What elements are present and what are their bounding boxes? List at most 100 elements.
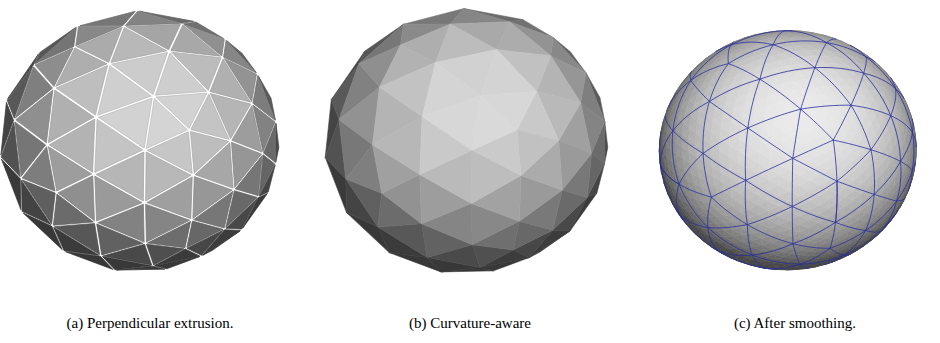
mesh-face xyxy=(811,256,819,259)
mesh-face xyxy=(877,179,884,189)
mesh-face xyxy=(696,150,704,161)
mesh-face xyxy=(716,210,724,217)
mesh-face xyxy=(481,50,537,96)
mesh-face xyxy=(737,45,747,50)
mesh-face xyxy=(703,133,711,145)
mesh-face xyxy=(720,133,730,145)
mesh-face xyxy=(800,37,812,41)
mesh-face xyxy=(746,45,756,50)
mesh-face xyxy=(796,262,805,265)
mesh-face xyxy=(810,63,822,71)
mesh-face xyxy=(708,210,716,217)
mesh-face xyxy=(899,170,903,179)
mesh-face xyxy=(715,223,723,230)
mesh-face xyxy=(276,123,279,162)
mesh-face xyxy=(807,71,819,80)
mesh-face xyxy=(604,121,607,163)
mesh-face xyxy=(146,98,187,148)
mesh-face xyxy=(734,243,744,249)
mesh-face xyxy=(747,41,758,45)
mesh-face xyxy=(836,166,844,175)
mesh-c xyxy=(659,31,916,270)
mesh-face xyxy=(723,230,732,237)
mesh-face xyxy=(559,141,592,191)
mesh-face xyxy=(711,139,720,151)
mesh-face xyxy=(869,167,877,177)
mesh-face xyxy=(827,161,836,170)
mesh-face xyxy=(729,140,739,152)
mesh-face xyxy=(715,223,723,230)
mesh-face xyxy=(749,164,759,174)
mesh-face xyxy=(517,130,559,176)
mesh-face xyxy=(378,224,427,258)
mesh-face xyxy=(54,223,99,254)
mesh-face xyxy=(910,151,912,160)
mesh-face xyxy=(708,223,716,230)
mesh-face xyxy=(730,128,741,140)
mesh-face xyxy=(422,96,481,151)
mesh-face xyxy=(860,164,868,174)
mesh-face xyxy=(696,138,704,149)
mesh-face xyxy=(804,259,812,262)
mesh-face xyxy=(472,96,517,151)
mesh-face xyxy=(914,147,915,155)
mesh-face xyxy=(728,50,737,55)
mesh-face xyxy=(49,119,95,172)
mesh-face xyxy=(723,223,732,230)
mesh-face xyxy=(772,267,782,269)
mesh-face xyxy=(844,159,852,168)
mesh-face xyxy=(826,143,834,151)
mesh-face xyxy=(729,151,739,162)
mesh-face xyxy=(739,158,749,169)
mesh-face xyxy=(719,145,729,157)
mesh-face xyxy=(715,217,723,224)
mesh-face xyxy=(903,154,907,163)
mesh-face xyxy=(724,236,734,243)
mesh-face xyxy=(190,131,228,173)
mesh-face xyxy=(807,45,819,50)
mesh-face xyxy=(711,127,720,139)
mesh-face xyxy=(722,178,731,187)
mesh-face xyxy=(373,117,423,175)
mesh-face xyxy=(883,172,889,182)
mesh-face xyxy=(715,230,724,237)
mesh-face xyxy=(688,133,696,145)
mesh-b xyxy=(325,9,608,272)
mesh-a xyxy=(1,11,279,270)
mesh-face xyxy=(708,217,716,224)
mesh-face xyxy=(889,165,895,174)
mesh-face xyxy=(789,38,801,42)
mesh-face xyxy=(721,168,730,178)
mesh-face xyxy=(125,11,179,25)
mesh-face xyxy=(716,216,724,223)
mesh-face xyxy=(804,50,816,56)
mesh-face xyxy=(682,128,689,140)
mesh-face xyxy=(704,156,712,167)
mesh-face xyxy=(450,9,509,25)
mesh-face xyxy=(895,177,900,186)
mesh-face xyxy=(661,140,663,152)
mesh-face xyxy=(716,209,724,216)
mesh-face xyxy=(903,163,906,172)
mesh-face xyxy=(730,173,740,183)
mesh-face xyxy=(739,146,750,158)
mesh-face xyxy=(723,222,732,229)
mesh-face xyxy=(861,174,869,184)
mesh-face xyxy=(739,134,750,146)
mesh-face xyxy=(671,142,677,154)
mesh-face xyxy=(852,161,860,171)
mesh-face xyxy=(813,56,825,63)
mesh-face xyxy=(890,174,895,183)
mesh-face xyxy=(816,244,824,248)
mesh-face xyxy=(869,177,877,187)
mesh-face xyxy=(844,168,852,178)
mesh-face xyxy=(231,142,261,187)
mesh-face xyxy=(689,145,696,156)
mesh-face xyxy=(728,54,736,59)
mesh-face xyxy=(98,98,152,148)
mesh-face xyxy=(728,50,737,55)
mesh-face xyxy=(676,135,682,147)
mesh-face xyxy=(853,171,861,181)
